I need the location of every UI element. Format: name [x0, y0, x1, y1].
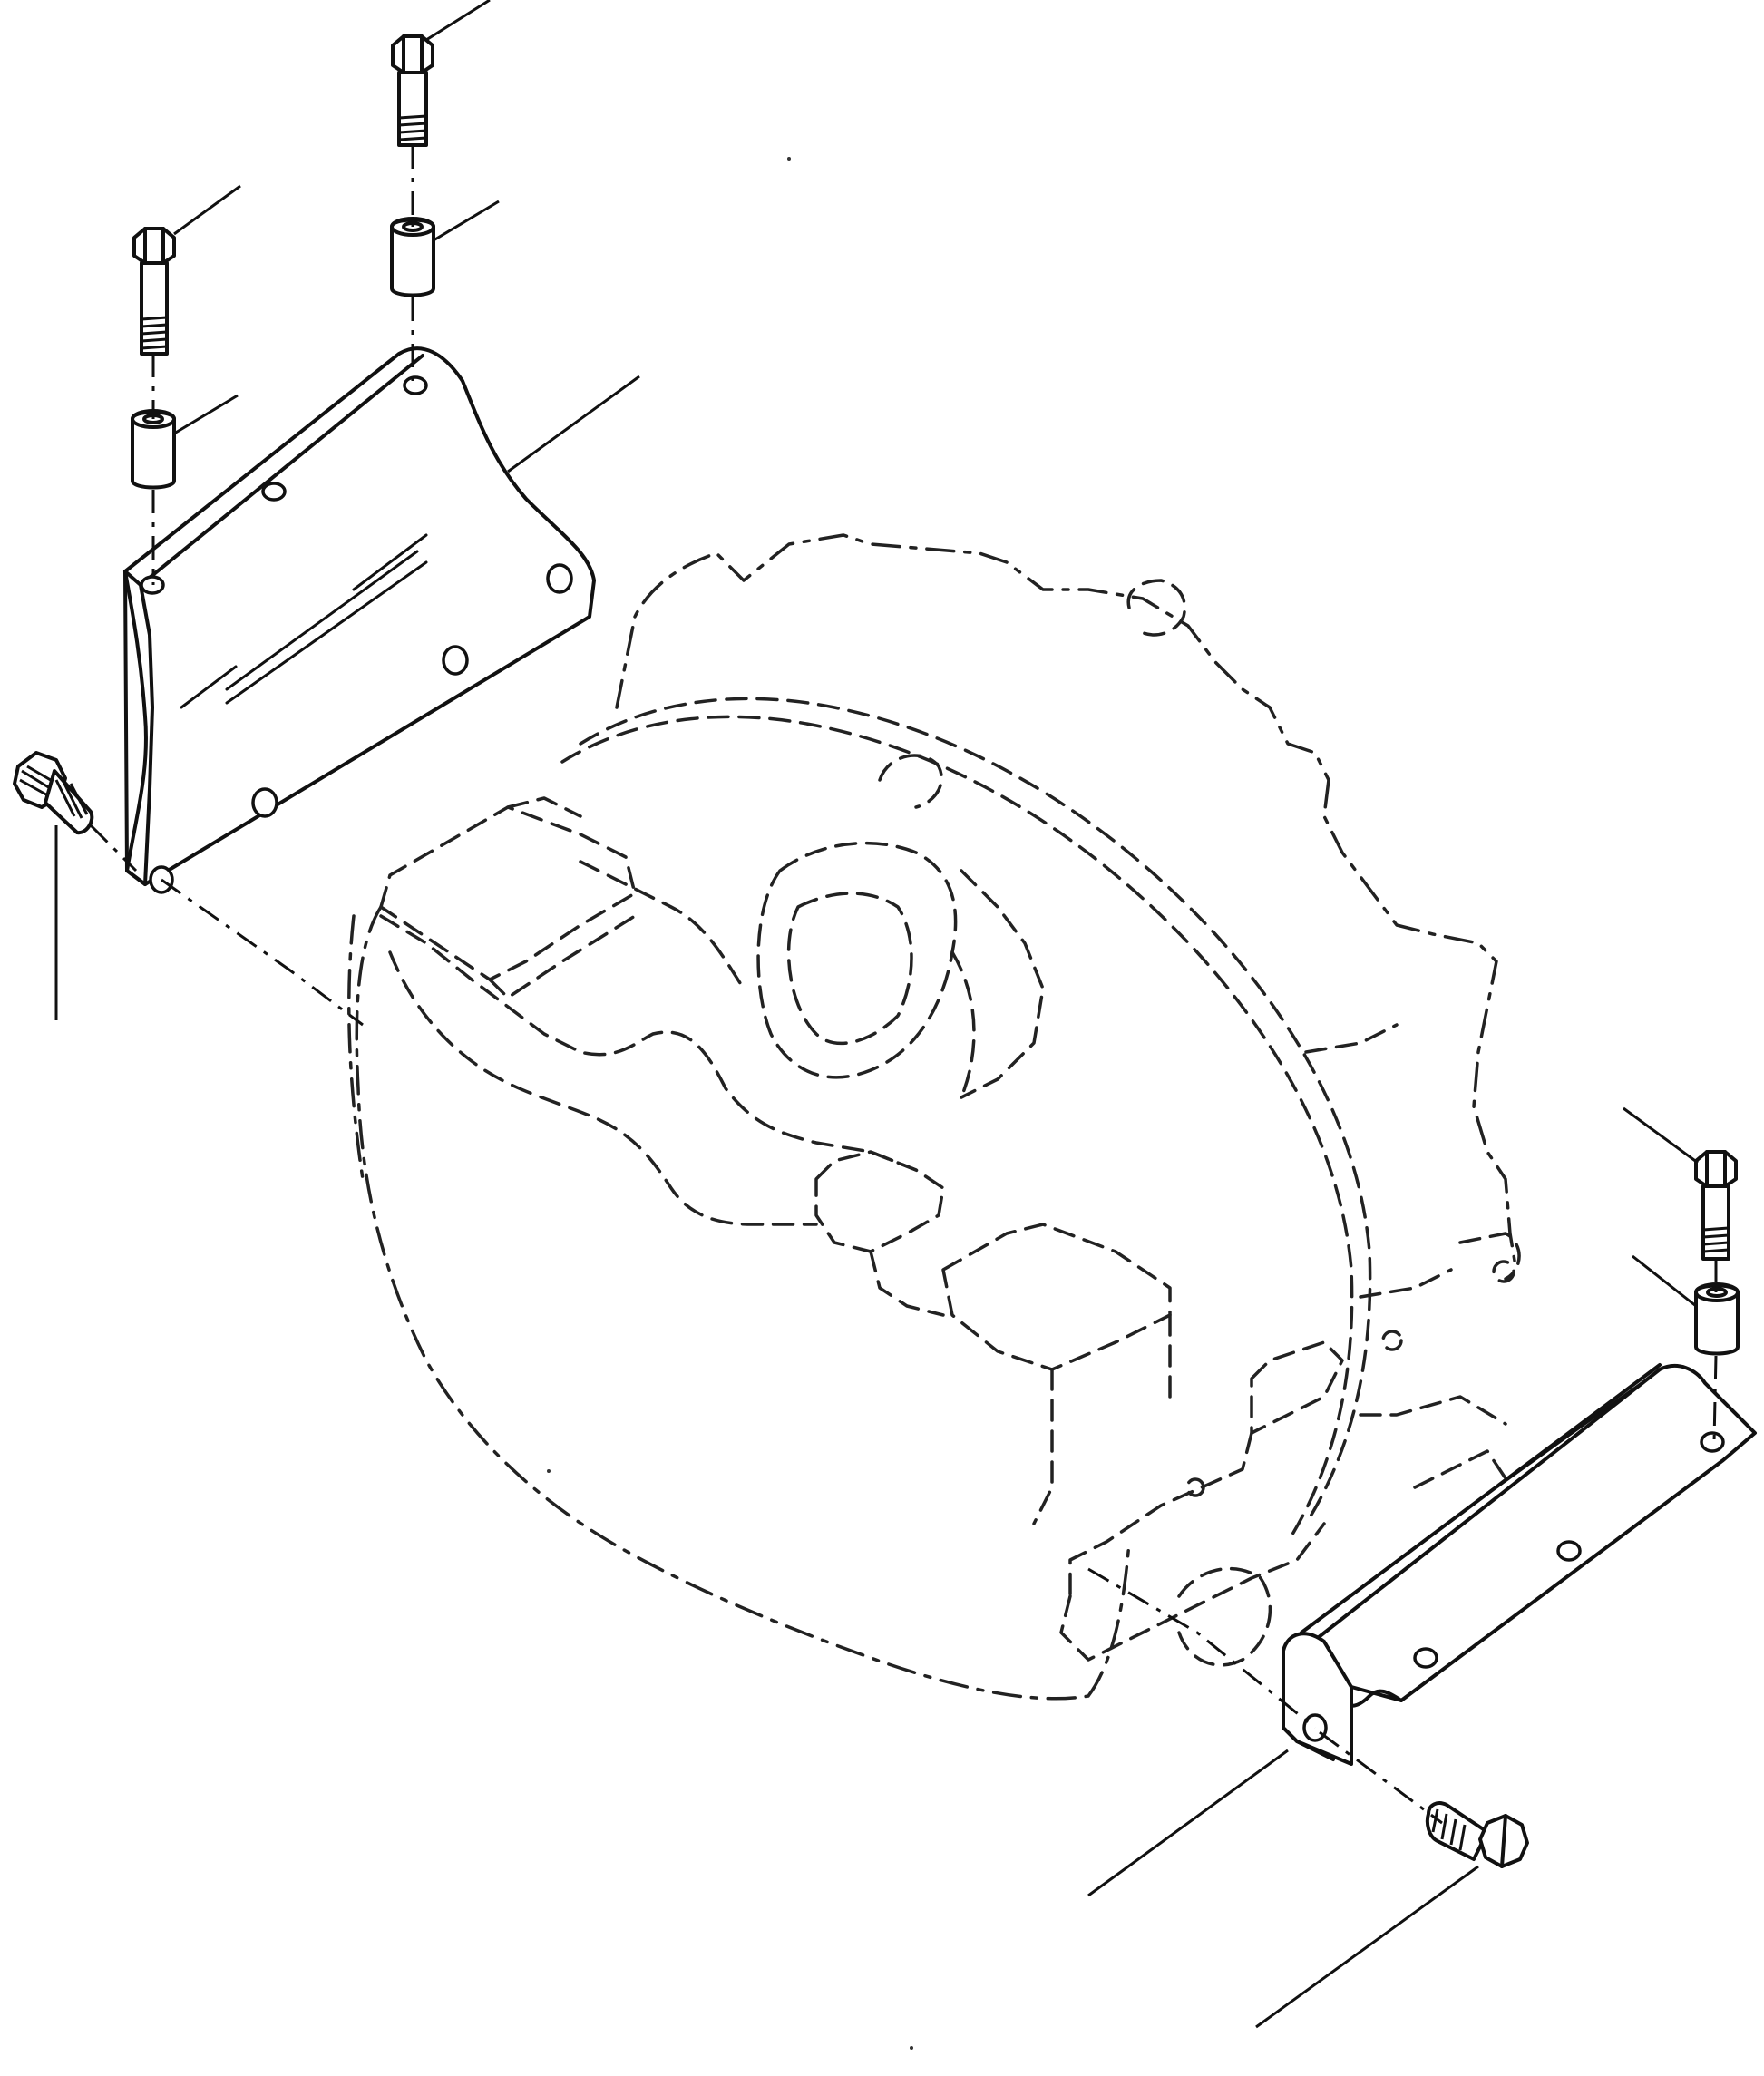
speck: [787, 157, 791, 161]
bolt-left: [132, 227, 176, 356]
leader-lines: [54, 0, 1699, 2029]
bolt-side-left: [13, 751, 94, 835]
spacer-right: [1694, 1282, 1740, 1356]
bolt-right: [1694, 1150, 1738, 1261]
assembly-center-lines: [89, 145, 1718, 1825]
flywheel-housing: [347, 533, 1521, 1701]
spacer-left: [131, 409, 176, 490]
speck: [547, 1469, 551, 1473]
bolt-top: [391, 34, 434, 147]
spacer-top: [390, 217, 435, 297]
right-mounting-bracket: [1282, 1363, 1757, 1766]
speck: [910, 2046, 913, 2050]
left-mounting-bracket: [123, 346, 596, 894]
bolt-bottom: [1425, 1801, 1529, 1868]
